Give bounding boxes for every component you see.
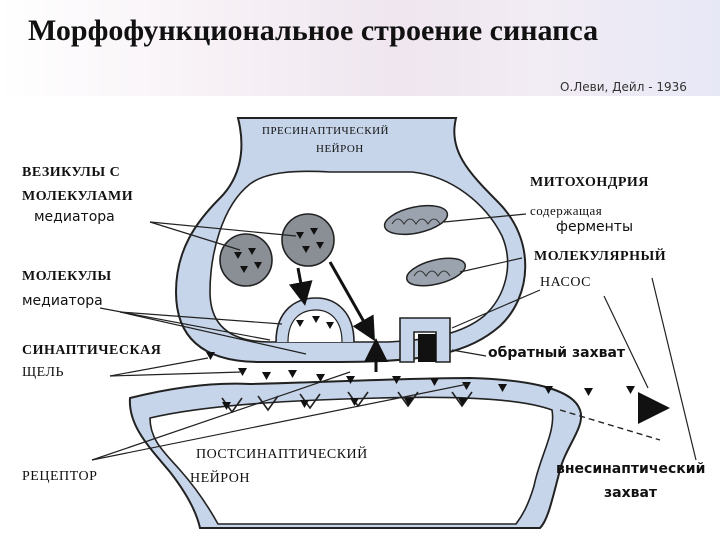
extrasynaptic-label-2: захват bbox=[604, 485, 658, 501]
header-banner: Морфофункциональное строение синапса О.Л… bbox=[0, 0, 720, 96]
pump-core bbox=[418, 334, 436, 362]
author-credit: О.Леви, Дейл - 1936 bbox=[560, 80, 687, 94]
vesicles-label-2: МОЛЕКУЛАМИ bbox=[22, 189, 134, 204]
molecular-pump bbox=[399, 317, 451, 363]
vesicle-to-membrane-arrow bbox=[288, 267, 313, 306]
extrasynaptic-dashed-line bbox=[559, 409, 661, 441]
postsynaptic-label-2: НЕЙРОН bbox=[190, 471, 250, 486]
pump-label-2: НАСОС bbox=[540, 275, 591, 290]
postsynaptic-label-1: ПОСТСИНАПТИЧЕСКИЙ bbox=[196, 447, 368, 462]
mitochondrion-2 bbox=[405, 257, 467, 287]
mitochondria-label-1: МИТОХОНДРИЯ bbox=[530, 175, 649, 190]
vesicle-2 bbox=[281, 213, 335, 267]
presynaptic-label-2: НЕЙРОН bbox=[316, 143, 364, 155]
pump-label-1: МОЛЕКУЛЯРНЫЙ bbox=[534, 249, 667, 264]
release-arrow bbox=[328, 261, 375, 342]
page-title: Морфофункциональное строение синапса bbox=[28, 14, 599, 47]
vesicle-mediator-molecules bbox=[234, 228, 324, 273]
mitochondria-cristae bbox=[391, 218, 451, 277]
mitochondria-label-3: ферменты bbox=[556, 219, 634, 235]
cleft-mediator-molecules bbox=[206, 352, 635, 410]
mitochondria-label-2: содержащая bbox=[530, 203, 603, 218]
cleft-label-2: ЩЕЛЬ bbox=[22, 365, 65, 380]
presynaptic-label-1: ПРЕСИНАПТИЧЕСКИЙ bbox=[262, 125, 389, 137]
reuptake-label: обратный захват bbox=[488, 345, 626, 361]
extrasynaptic-label-1: внесинаптический bbox=[556, 461, 706, 477]
leader-lines bbox=[91, 213, 697, 461]
vesicle-1 bbox=[219, 233, 273, 287]
fusing-vesicle-molecules bbox=[296, 316, 334, 329]
molecules-label-1: МОЛЕКУЛЫ bbox=[22, 269, 112, 284]
mitochondrion-1 bbox=[383, 204, 449, 236]
cleft-label-1: СИНАПТИЧЕСКАЯ bbox=[22, 343, 162, 358]
vesicles-label-1: ВЕЗИКУЛЫ С bbox=[22, 165, 121, 180]
postsynaptic-cytoplasm bbox=[149, 396, 554, 525]
molecules-label-2: медиатора bbox=[22, 293, 103, 309]
vesicles-label-3: медиатора bbox=[34, 209, 115, 225]
receptor-label: РЕЦЕПТОР bbox=[22, 469, 98, 484]
fusing-vesicle-inner bbox=[287, 309, 343, 343]
